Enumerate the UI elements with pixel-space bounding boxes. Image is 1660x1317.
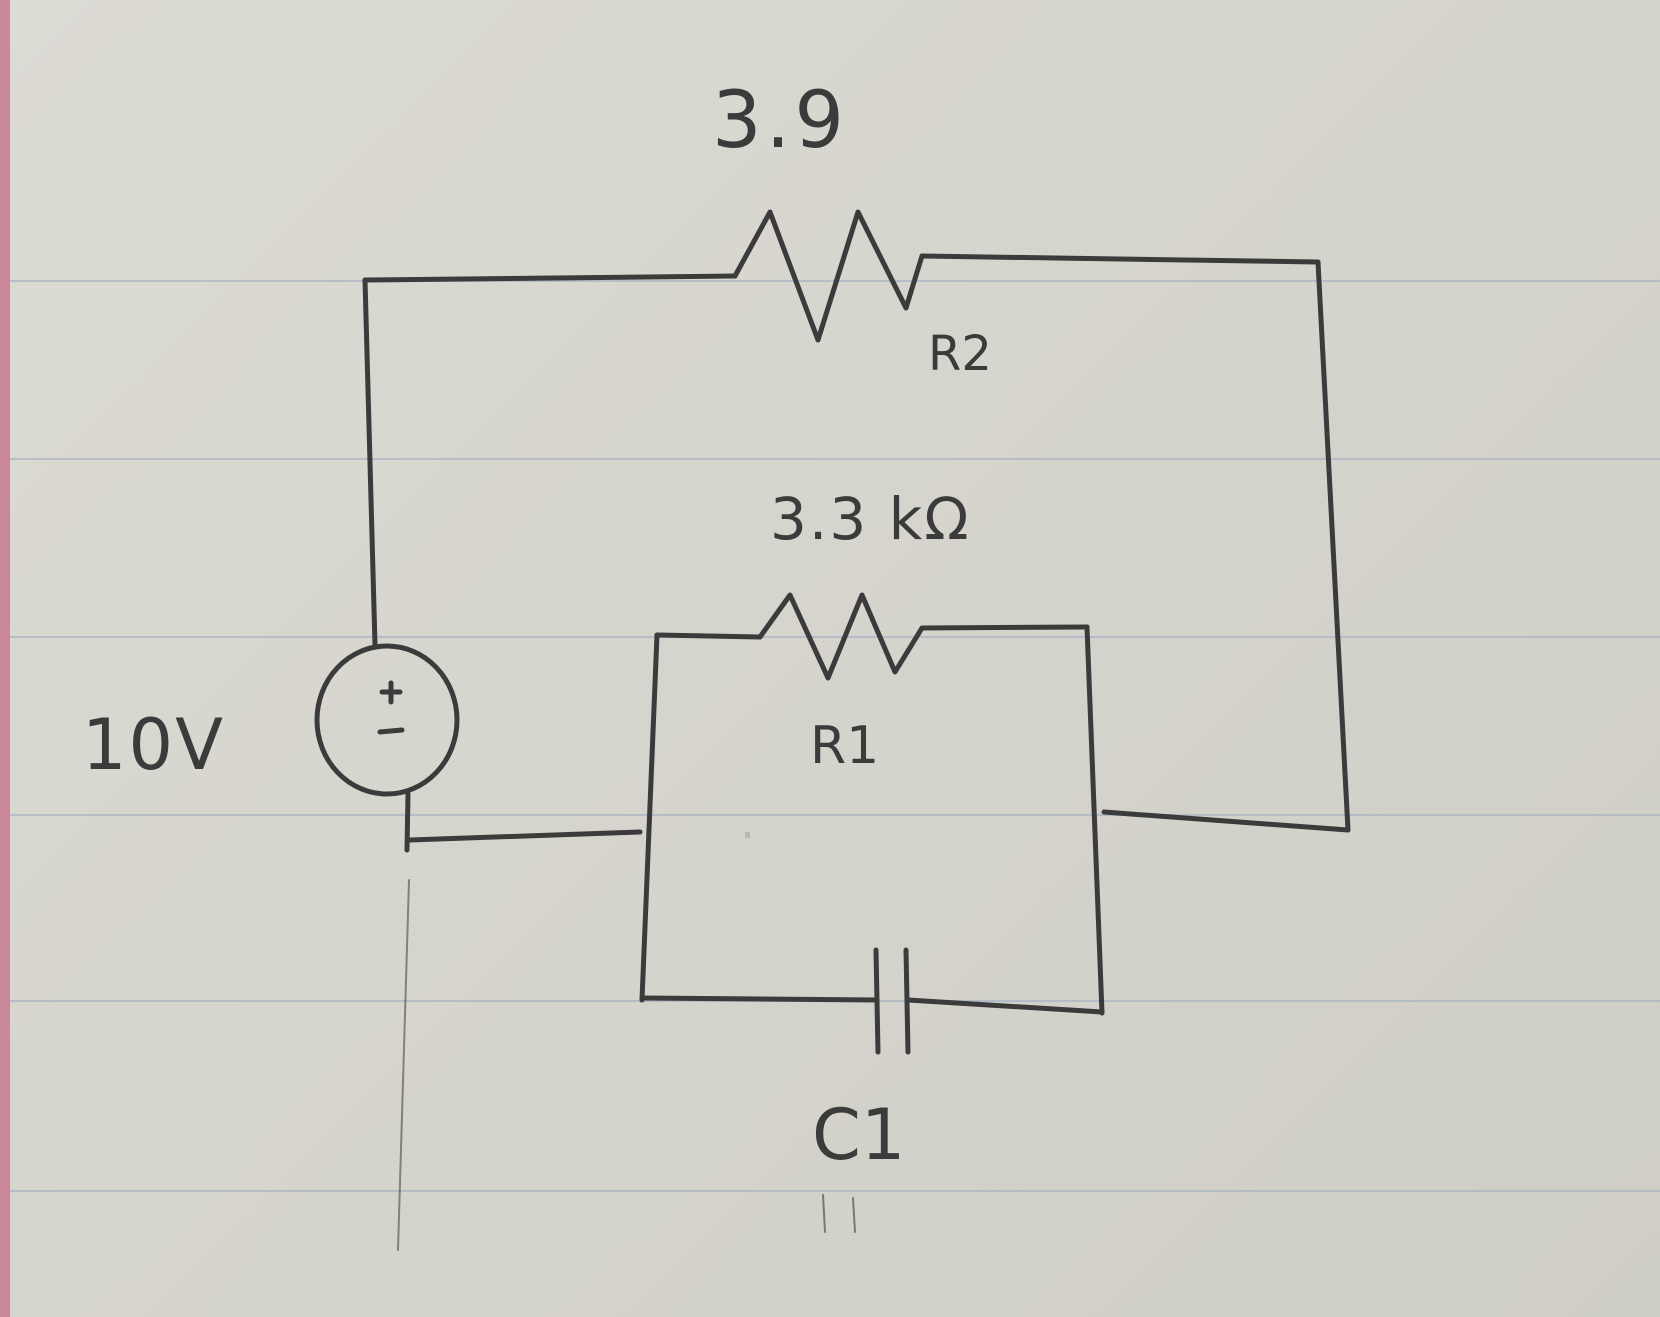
wire-block-right-vertical (1084, 624, 1105, 1016)
minus-sign (377, 727, 405, 735)
r2-name-label: R2 (928, 326, 992, 382)
wire-r1-right (919, 624, 1090, 631)
source-voltage-label: 10V (82, 704, 225, 786)
wire-source-bottom (404, 791, 411, 853)
pencil-mark (822, 1194, 826, 1233)
c1-name-label: C1 (812, 1094, 906, 1176)
ruled-line (10, 1190, 1660, 1192)
capacitor-c1-plate-left (873, 947, 881, 1055)
ruled-line (10, 458, 1660, 460)
pencil-mark (852, 1197, 856, 1233)
r2-value-label: 3.9 (712, 76, 849, 166)
ruled-line (10, 636, 1660, 638)
plus-sign (379, 680, 403, 705)
wire-c1-left (639, 995, 879, 1003)
voltage-source-circle (314, 643, 460, 797)
resistor-r1 (757, 592, 925, 681)
wire-right-outer (1315, 259, 1351, 833)
wire-block-left-vertical (639, 632, 660, 1003)
paper-margin-line (0, 0, 10, 1317)
wire-source-to-block (407, 829, 643, 843)
wire-top-left (362, 273, 738, 283)
r1-name-label: R1 (810, 716, 880, 776)
wire-left-vertical (362, 277, 378, 648)
pencil-mark (397, 879, 410, 1251)
ruled-line (10, 814, 1660, 816)
wire-right-outer-bottom (1101, 809, 1351, 833)
wire-r1-left (654, 632, 763, 640)
resistor-r2 (732, 209, 925, 343)
r1-value-label: 3.3 kΩ (770, 485, 971, 553)
wire-top-right (919, 253, 1321, 265)
wire-c1-right (905, 997, 1105, 1015)
faint-erased-mark: · (740, 808, 756, 864)
source-polarity-marks (377, 680, 405, 735)
